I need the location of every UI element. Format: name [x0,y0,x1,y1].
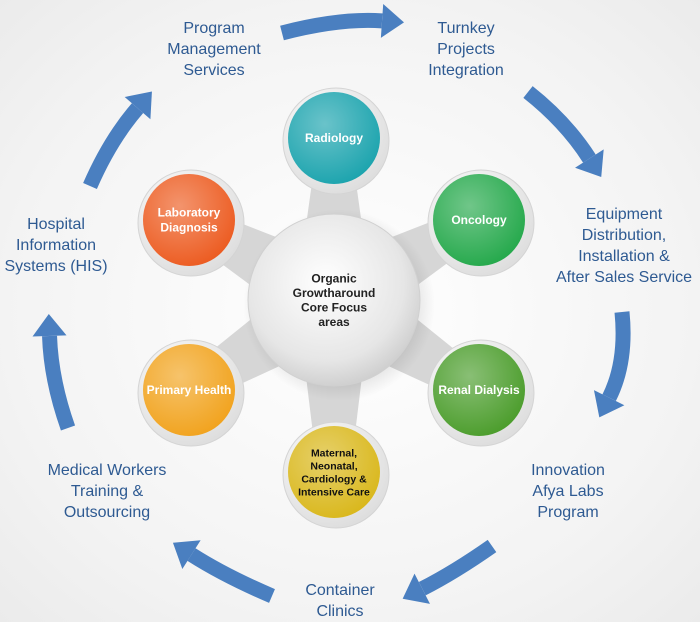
focus-area-circle [288,426,380,518]
focus-area: Radiology [282,87,390,195]
service-label-line: After Sales Service [555,269,693,286]
service-label-line: Hospital [27,216,85,233]
focus-area-circle [433,174,525,266]
hub-circle [247,213,421,387]
focus-area-label: Primary Health [147,383,232,397]
service-label-line: Systems (HIS) [4,258,108,275]
arrow-head [172,540,201,569]
arrow-head [124,91,152,120]
service-label-line: Turnkey [437,20,495,37]
service-label-line: Innovation [531,462,605,479]
service-label-line: Services [183,62,245,79]
service-label-line: Information [15,237,97,254]
service-label-line: Training & [70,483,144,500]
focus-area-label: Renal Dialysis [438,383,520,397]
focus-area-label-line: Maternal, [311,448,357,460]
focus-area-circle [288,92,380,184]
cycle-arrow [593,311,631,418]
arrow-head [380,3,404,38]
cycle-arrow [83,91,152,189]
hub-label-line: Organic [311,271,357,285]
service-label-line: Outsourcing [63,504,151,521]
focus-area-label-line: Radiology [305,131,363,145]
focus-area-label-line: Oncology [451,213,507,227]
focus-area-label-line: Intensive Care [298,487,370,499]
focus-area-circle [433,344,525,436]
focus-area-label-line: Diagnosis [160,221,218,235]
cycle-arrow [172,540,275,603]
arrow-shaft [280,12,383,41]
focus-area-circle [143,174,235,266]
focus-area-circle [143,344,235,436]
service-label-line: Management [167,41,261,58]
arrow-shaft [418,539,497,596]
arrow-head [402,573,430,604]
cycle-arrow [32,314,76,431]
cycle-arrows [32,3,631,604]
arrow-head [32,314,67,337]
focus-area: Maternal,Neonatal,Cardiology &Intensive … [282,421,390,529]
service-label-line: Projects [437,41,495,58]
focus-area-label-line: Cardiology & [301,474,367,486]
focus-area-label-line: Renal Dialysis [438,383,520,397]
focus-area-label: Radiology [305,131,363,145]
arrow-head [575,149,604,178]
arrow-shaft [42,335,76,431]
arrow-shaft [83,103,144,189]
focus-area-label-line: Neonatal, [310,461,357,473]
service-label-line: Program [183,20,245,37]
service-label-line: Container [305,582,375,599]
service-label-line: Installation & [578,248,670,265]
service-label-line: Afya Labs [532,483,604,500]
hub-label-line: Core Focus [301,300,367,314]
hub-label-line: areas [318,315,350,329]
service-label-line: Distribution, [581,227,667,244]
focus-area-label: Oncology [451,213,507,227]
cycle-arrow [402,539,497,604]
focus-area-label-line: Primary Health [147,383,232,397]
arrow-head [593,390,625,418]
cycle-arrow [280,3,404,41]
cycle-arrow [523,86,604,178]
focus-area: Oncology [427,169,535,277]
arrow-shaft [187,548,275,603]
service-label-line: Program [537,504,599,521]
focus-area-label: Maternal,Neonatal,Cardiology &Intensive … [298,448,370,499]
service-label-line: Equipment [585,206,663,223]
arrow-shaft [523,86,596,163]
service-label-line: Integration [428,62,504,79]
focus-area: Primary Health [137,339,245,447]
arrow-shaft [602,311,631,402]
focus-area-label-line: Laboratory [158,206,221,220]
focus-area: Renal Dialysis [427,339,535,447]
hub-label-line: Growtharound [293,286,376,300]
service-label-line: Clinics [316,603,364,620]
service-label-line: Medical Workers [47,462,167,479]
